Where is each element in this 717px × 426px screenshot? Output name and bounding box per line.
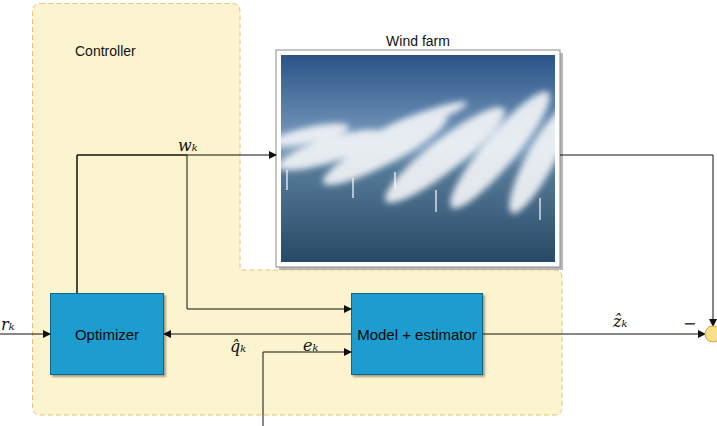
- summing-junction: [705, 326, 717, 342]
- signal-name: −: [683, 316, 696, 332]
- region-title: Controller: [75, 43, 136, 59]
- signal-arrow: [77, 155, 351, 309]
- plant-title: Wind farm: [276, 33, 560, 49]
- box-label: Optimizer: [75, 326, 139, 343]
- wind-farm-photo: [281, 55, 555, 262]
- process-box: Model + estimator: [351, 293, 483, 375]
- signal-arrow: [164, 334, 351, 335]
- signal-name: q̂ₖ: [230, 339, 246, 355]
- process-box: Optimizer: [50, 293, 164, 375]
- signal-name: ẑₖ: [613, 314, 627, 330]
- output-wire: [560, 155, 713, 326]
- signal-name: wₖ: [178, 138, 198, 154]
- plant-box: Wind farm: [276, 33, 560, 267]
- estimate-wire: [483, 334, 705, 335]
- box-label: Model + estimator: [357, 326, 477, 343]
- signal-name: rₖ: [1, 317, 14, 333]
- signal-arrow: [77, 155, 276, 293]
- reference-wire: [0, 334, 50, 335]
- signal-name: eₖ: [303, 338, 318, 354]
